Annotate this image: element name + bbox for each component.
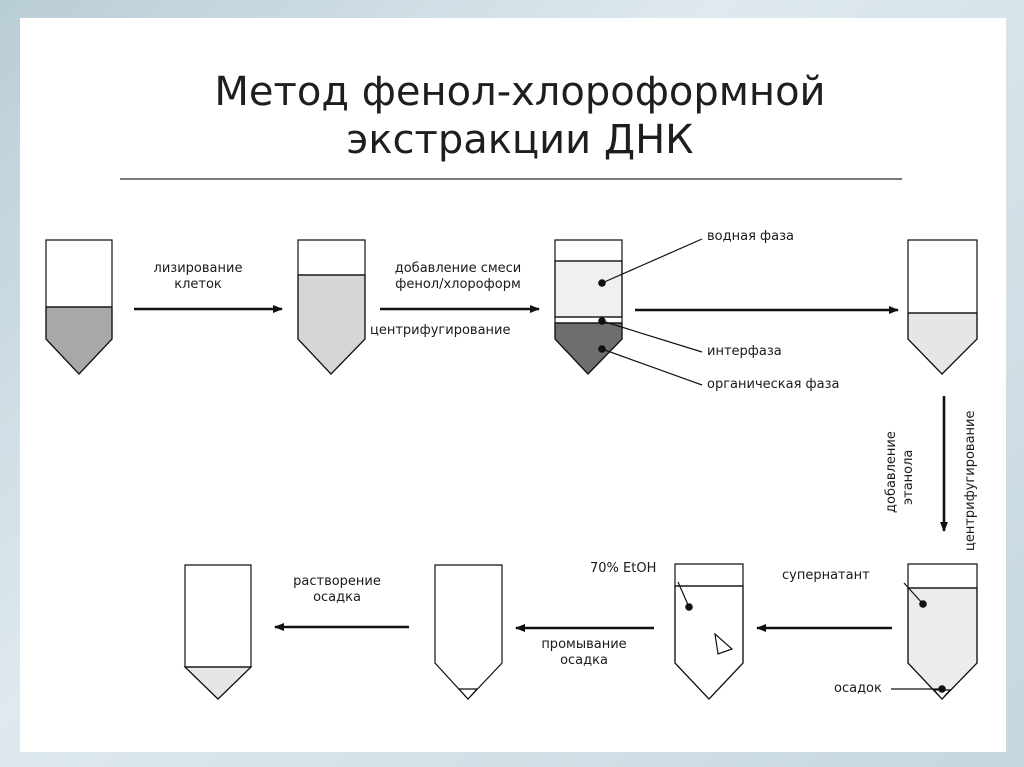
label-dissolve: растворение осадка <box>277 574 397 606</box>
slide <box>20 18 1006 752</box>
label-centrifuge-vertical: центрифугирование <box>963 410 978 552</box>
label-lysis: лизирование клеток <box>138 261 258 293</box>
label-etoh: 70% EtOH <box>590 561 657 576</box>
tube-etoh <box>674 563 744 700</box>
label-centrifuge: центрифугирование <box>370 323 511 338</box>
label-add-mix-line2: фенол/хлороформ <box>395 277 521 292</box>
diagram-graphics <box>45 238 978 700</box>
tube-mixture <box>297 239 366 375</box>
title-divider <box>120 178 902 180</box>
label-interphase: интерфаза <box>707 344 782 359</box>
label-lysis-line1: лизирование <box>153 261 243 276</box>
tube-washed <box>434 564 503 700</box>
label-lysis-line2: клеток <box>174 277 222 292</box>
leader-supernatant <box>903 582 924 605</box>
label-supernatant: супернатант <box>782 568 870 583</box>
label-aqueous-phase: водная фаза <box>707 229 794 244</box>
title-line-2: экстракции ДНК <box>346 117 694 163</box>
tube-cells-lysate <box>45 306 113 375</box>
slide-title: Метод фенол-хлороформной экстракции ДНК <box>200 68 840 164</box>
washed-pellet-mark <box>457 688 479 700</box>
tube-aqueous-fill <box>907 312 978 375</box>
label-dissolve-line2: осадка <box>313 590 361 605</box>
tube-cells <box>45 239 113 375</box>
label-pellet: осадок <box>834 681 882 696</box>
label-add-mix: добавление смеси фенол/хлороформ <box>368 261 548 293</box>
leader-interphase <box>601 320 703 353</box>
dissolved-dna-fill <box>183 666 253 700</box>
title-line-1: Метод фенол-хлороформной <box>214 69 826 115</box>
tube-mixture-fill <box>297 274 366 375</box>
dna-extraction-diagram: лизирование клеток добавление смеси фено… <box>34 209 994 749</box>
tube-phases <box>554 239 623 375</box>
label-add-mix-line1: добавление смеси <box>394 261 522 276</box>
pellet-triangle <box>714 632 734 655</box>
supernatant-layer <box>907 587 978 700</box>
tube-aqueous <box>907 239 978 375</box>
leader-etoh <box>677 581 690 608</box>
leader-aqueous <box>601 238 703 284</box>
tube-dissolved <box>183 564 253 700</box>
label-wash-line1: промывание <box>541 637 627 652</box>
label-wash: промывание осадка <box>524 637 644 669</box>
label-organic-phase: органическая фаза <box>707 377 840 392</box>
label-add-ethanol-2: этанола <box>901 449 916 505</box>
leader-organic <box>601 348 703 386</box>
aqueous-phase-layer <box>554 260 623 318</box>
label-dissolve-line1: растворение <box>293 574 381 589</box>
tube-supernatant <box>907 563 978 700</box>
label-wash-line2: осадка <box>560 653 608 668</box>
label-add-ethanol-1: добавление <box>884 431 899 513</box>
